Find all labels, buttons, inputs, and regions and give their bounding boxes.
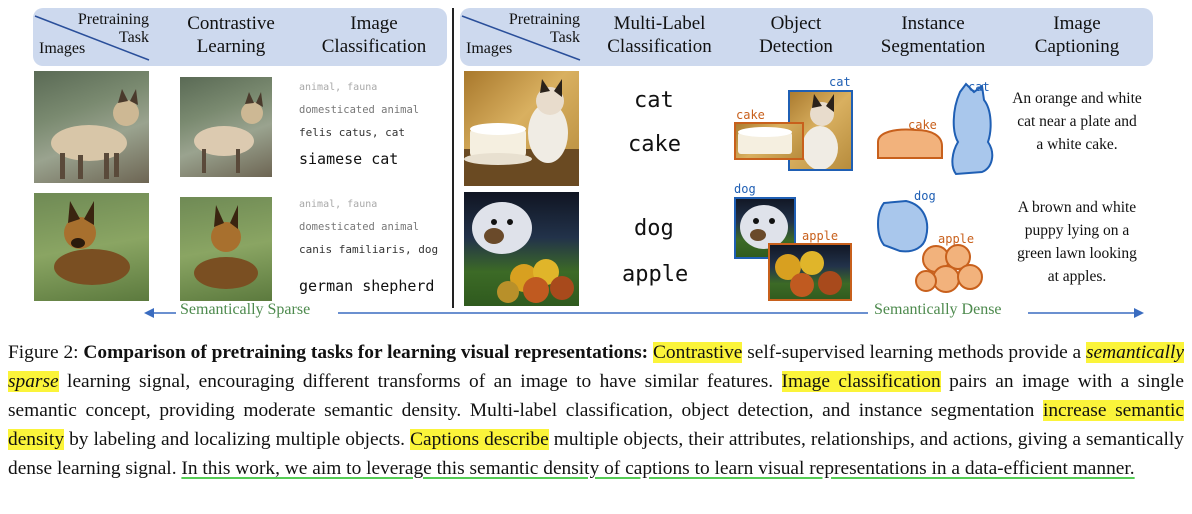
dog-silhouette (194, 205, 258, 289)
segmentation-cat-cake (877, 82, 994, 176)
caption-prefix: Figure 2: (8, 342, 84, 363)
axis-label-sparse: Semantically Sparse (180, 301, 311, 318)
semantic-density-axis (144, 308, 1144, 318)
dog-apple-photo (464, 192, 579, 306)
cake-crop-illustration (738, 127, 792, 154)
caption-text-4: by labeling and localizing multiple obje… (64, 429, 411, 450)
seg-tag-apple: apple (938, 232, 975, 246)
section-divider (452, 8, 454, 308)
cat-cake-illustration (464, 79, 579, 186)
header-panel-left (33, 8, 447, 66)
header-panel-right (460, 8, 1153, 66)
multilabel-dog: dog (634, 216, 674, 241)
dog-photo (34, 193, 149, 301)
figure-caption: Figure 2: Comparison of pretraining task… (8, 338, 1184, 483)
multilabel-cat: cat (634, 88, 674, 113)
cat-photo-augmented (180, 77, 272, 177)
cls-label-cat-2: domesticated animal (299, 104, 420, 116)
bbox-cake (734, 122, 804, 160)
col-header-object-detection: Object Detection (759, 13, 833, 57)
highlight-contrastive: Contrastive (653, 342, 743, 363)
corner-images-label: Images (39, 40, 86, 57)
corner-task-label: Pretraining Task (508, 11, 580, 46)
segmentation-dog-apple (877, 199, 983, 293)
col-header-image-captioning: Image Captioning (1034, 13, 1120, 57)
caption-title: Comparison of pretraining tasks for lear… (83, 342, 649, 363)
dog-silhouette (54, 201, 130, 285)
cat-photo (34, 71, 149, 183)
dog-apple-illustration (472, 202, 574, 303)
bbox-tag-cake: cake (736, 108, 765, 122)
col-header-multi-label: Multi-Label Classification (607, 13, 712, 57)
detection-crop-cake (734, 122, 804, 160)
caption-text-5: multiple objects, their attributes, rela… (8, 429, 1184, 479)
cls-label-cat-4: siamese cat (299, 150, 399, 168)
cls-label-dog-2: domesticated animal (299, 221, 420, 233)
detection-crop-apple (768, 243, 852, 301)
cls-label-dog-3: canis familiaris, dog (299, 243, 439, 256)
corner-header-left: Pretraining Task Images (33, 8, 153, 66)
cat-silhouette (51, 89, 139, 179)
cat-cake-photo (464, 71, 579, 186)
seg-tag-dog: dog (914, 189, 936, 203)
caption-text-row1: An orange and white cat near a plate and… (1012, 90, 1142, 153)
underlined-claim: In this work, we aim to leverage this se… (181, 458, 1135, 479)
dog-crop-illustration (740, 205, 788, 249)
corner-header-right: Pretraining Task Images (460, 8, 584, 66)
highlight-captions-describe: Captions describe (410, 429, 549, 450)
bbox-tag-cat: cat (829, 75, 851, 89)
multilabel-cake: cake (628, 132, 681, 157)
bbox-dog (734, 197, 796, 259)
seg-tag-cat: cat (968, 80, 990, 94)
axis-label-dense: Semantically Dense (874, 301, 1002, 318)
caption-text-1: self-supervised learning methods provide… (742, 342, 1086, 363)
cls-label-dog-1: animal, fauna (299, 199, 378, 210)
caption-text-3: pairs an image with a single semantic co… (8, 371, 1184, 421)
seg-tag-cake: cake (908, 118, 937, 132)
corner-images-label: Images (466, 40, 513, 57)
cat-crop-illustration (802, 94, 838, 170)
cls-label-cat-1: animal, fauna (299, 82, 378, 93)
multilabel-apple: apple (622, 262, 689, 287)
bbox-tag-apple: apple (802, 229, 839, 243)
bbox-apple (768, 243, 852, 301)
cls-label-cat-3: felis catus, cat (299, 126, 405, 139)
corner-diagonal (34, 15, 150, 61)
col-header-image-classification: Image Classification (321, 13, 427, 57)
corner-diagonal (461, 15, 581, 61)
dog-photo-augmented (180, 197, 272, 301)
apple-crop-illustration (775, 251, 842, 297)
highlight-image-classification: Image classification (781, 371, 941, 392)
bbox-tag-dog: dog (734, 182, 756, 196)
caption-text-2: learning signal, encouraging different t… (58, 371, 782, 392)
col-header-instance-segmentation: Instance Segmentation (880, 13, 986, 57)
corner-task-label: Pretraining Task (77, 11, 149, 46)
col-header-contrastive: Contrastive Learning (187, 13, 275, 57)
caption-text-row2: A brown and white puppy lying on a green… (1017, 199, 1137, 285)
cat-silhouette (194, 92, 263, 173)
cls-label-dog-4: german shepherd (299, 277, 435, 295)
